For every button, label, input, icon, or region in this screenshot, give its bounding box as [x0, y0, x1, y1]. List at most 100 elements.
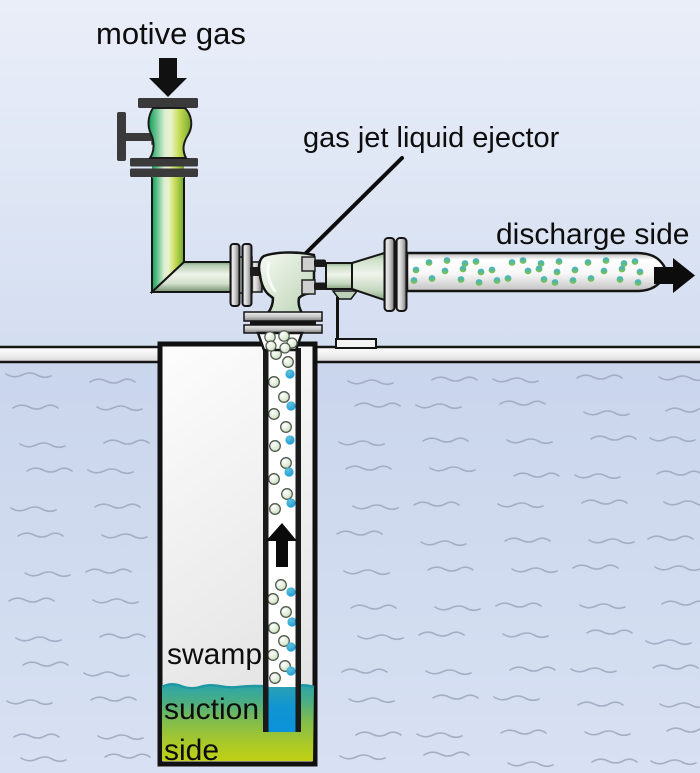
pipe-bubble-green	[268, 622, 280, 634]
valve-bottom-flange-upper	[130, 158, 198, 167]
suction-pipe-wall-left	[263, 348, 269, 732]
ripple	[507, 761, 554, 768]
discharge-dot	[475, 279, 483, 286]
ripple	[422, 437, 469, 443]
discharge-dot	[631, 258, 639, 265]
pipe-bubble-blue	[286, 401, 296, 411]
pipe-bubble-green	[268, 376, 280, 388]
swamp-label: swamp	[167, 638, 263, 671]
discharge-dot	[540, 276, 548, 283]
discharge-dot	[602, 257, 610, 264]
ripple	[586, 629, 633, 635]
ripple	[94, 503, 141, 509]
discharge-dot	[428, 275, 436, 282]
discharge-dot	[600, 267, 608, 275]
ripple	[581, 499, 628, 505]
ripple	[83, 671, 130, 678]
discharge-dot	[555, 258, 563, 265]
ripple	[645, 639, 692, 646]
ripple	[654, 565, 700, 572]
ground-slab-right	[311, 345, 700, 364]
ripple	[418, 631, 465, 637]
discharge-dot	[618, 265, 626, 273]
ripple	[336, 530, 383, 536]
support-foot	[335, 338, 377, 349]
discharge-dot	[569, 277, 577, 284]
pipe-bubble-green	[280, 421, 292, 433]
discharge-dot	[553, 268, 561, 276]
discharge-dot	[493, 277, 501, 284]
suction-pipe-water	[268, 687, 296, 732]
discharge-dot	[616, 276, 624, 283]
ripple	[22, 661, 69, 667]
ripple	[576, 374, 623, 380]
inlet-flange-disc-1	[229, 243, 241, 307]
flow-up-arrow-icon	[266, 523, 297, 567]
ripple	[656, 470, 700, 476]
ripple	[499, 400, 546, 406]
nozzle-bolt-block-lower	[301, 279, 316, 295]
pipe-bubble-green	[268, 408, 280, 420]
pipe-bubble-green	[278, 391, 290, 403]
ripple	[96, 405, 143, 412]
suction-pipe-wall-right	[295, 348, 301, 732]
discharge-dot	[441, 267, 449, 275]
nozzle-bolt-block-upper	[301, 256, 316, 272]
discharge-flange-disc-1	[383, 237, 396, 312]
motive-gas-down-arrow-icon	[149, 58, 187, 97]
ripple	[666, 727, 700, 733]
suction-pipe	[263, 348, 301, 732]
ripple	[8, 597, 55, 603]
ripple	[591, 758, 638, 764]
pipe-bubble-green	[280, 606, 292, 618]
ripple	[345, 465, 392, 471]
ripple	[413, 501, 460, 507]
ripple	[339, 754, 386, 761]
ripple	[99, 633, 146, 639]
nozzle-bolt-lower	[314, 282, 326, 290]
ripple	[584, 730, 631, 737]
discharge-dot	[620, 260, 628, 267]
suction-side-line2: side	[164, 734, 220, 767]
ripple	[15, 636, 62, 643]
pipe-bubble-green	[269, 672, 281, 684]
discharge-dot	[537, 260, 545, 267]
ripple	[647, 535, 694, 541]
ripple	[26, 467, 73, 473]
ripple	[89, 378, 136, 384]
discharge-dot	[634, 279, 642, 286]
discharge-dot	[443, 257, 451, 264]
suction-side-line1: suction	[164, 693, 260, 726]
valve-top-flange	[138, 98, 198, 108]
discharge-dot	[571, 266, 579, 274]
discharge-dot	[535, 265, 543, 273]
pipe-bubble-green	[267, 649, 279, 661]
ripple	[352, 504, 399, 511]
ripple	[513, 472, 560, 478]
ripple	[343, 569, 390, 576]
suction-side-label: suction side	[164, 689, 259, 771]
ripple	[511, 567, 558, 574]
ripple	[434, 605, 481, 612]
ripple	[500, 729, 547, 735]
ripple	[579, 603, 626, 610]
suction-pipe-bubbles	[267, 348, 297, 684]
ripple	[574, 473, 621, 480]
discharge-dot	[472, 258, 480, 265]
pipe-bubble-blue	[284, 467, 294, 477]
ripple	[97, 734, 144, 741]
discharge-dot	[524, 267, 532, 275]
ripple	[659, 702, 700, 709]
discharge-dot	[412, 266, 420, 274]
discharge-dot	[410, 277, 418, 284]
discharge-dot	[504, 275, 512, 282]
ripple	[103, 439, 150, 445]
ripple	[649, 436, 696, 443]
pipe-bubble-green	[269, 440, 281, 452]
ripple	[6, 699, 53, 706]
ripple	[92, 598, 139, 605]
discharge-dot	[425, 259, 433, 266]
pipe-bubble-blue	[286, 666, 296, 676]
